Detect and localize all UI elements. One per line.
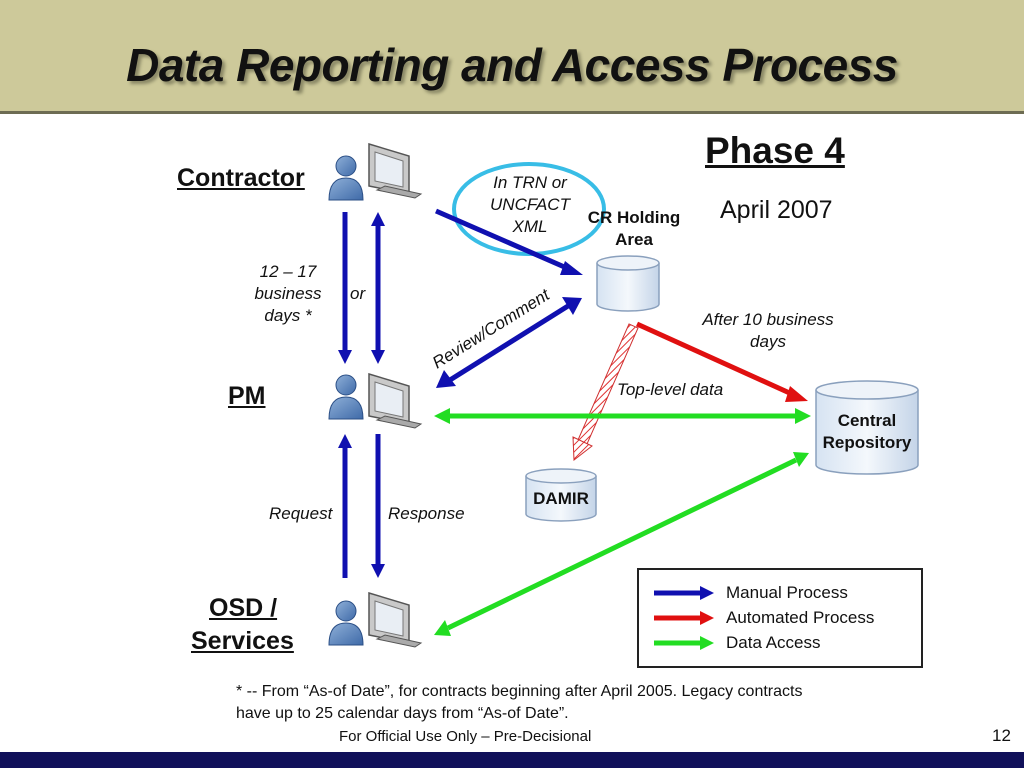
- contractor-label: Contractor: [177, 164, 305, 192]
- contractor-person-icon: [328, 155, 364, 201]
- footnote-line2: have up to 25 calendar days from “As-of …: [236, 705, 569, 722]
- title-banner: Data Reporting and Access Process: [0, 0, 1024, 114]
- footer-classification: For Official Use Only – Pre-Decisional: [339, 728, 592, 745]
- business-days-label: 12 – 17 business days *: [240, 261, 336, 327]
- response-arrow: [371, 434, 385, 578]
- after-line2: days: [750, 332, 786, 351]
- osd-label-line1: OSD /: [209, 594, 278, 622]
- format-label: In TRN or UNCFACT XML: [472, 172, 588, 238]
- cr-holding-line2: Area: [615, 230, 653, 249]
- contractor-computer-icon: [368, 143, 422, 199]
- footnote-line1: * -- From “As-of Date”, for contracts be…: [236, 683, 803, 700]
- central-line2: Repository: [822, 433, 912, 452]
- central-line1: Central: [837, 411, 897, 430]
- or-label: or: [350, 284, 366, 303]
- request-label: Request: [269, 504, 333, 523]
- legend-automated-swatch: [654, 611, 714, 625]
- days-line2: business: [254, 284, 322, 303]
- cr-holding-label: CR Holding Area: [580, 207, 688, 251]
- contractor-to-pm-arrow: [338, 212, 352, 364]
- contractor-pm-bidirectional-arrow: [371, 212, 385, 364]
- osd-central-access-arrow: [434, 452, 809, 636]
- central-repository-cylinder-icon: [815, 380, 919, 475]
- osd-computer-icon: [368, 592, 422, 648]
- damir-cylinder-icon: [525, 468, 597, 522]
- pm-label: PM: [228, 382, 266, 410]
- pm-computer-icon: [368, 373, 422, 429]
- osd-person-icon: [328, 600, 364, 646]
- central-repository-label: Central Repository: [812, 410, 922, 454]
- format-line3: XML: [512, 217, 548, 236]
- response-label: Response: [388, 504, 465, 523]
- page-number: 12: [992, 726, 1011, 745]
- cr-holding-cylinder-icon: [596, 255, 660, 312]
- after-days-label: After 10 business days: [690, 309, 846, 353]
- legend-access-swatch: [654, 636, 714, 650]
- damir-label: DAMIR: [533, 489, 589, 508]
- legend-manual-label: Manual Process: [726, 583, 848, 602]
- legend-manual-swatch: [654, 586, 714, 600]
- pm-central-access-arrow: [434, 408, 811, 424]
- slide-title: Data Reporting and Access Process: [126, 39, 898, 91]
- legend-automated-label: Automated Process: [726, 608, 875, 627]
- phase-date: April 2007: [720, 196, 833, 224]
- phase-label: Phase 4: [705, 130, 845, 171]
- contractor-to-cr-holding-arrow: [435, 208, 583, 275]
- format-line2: UNCFACT: [490, 195, 570, 214]
- after-line1: After 10 business: [702, 310, 834, 329]
- top-level-data-label: Top-level data: [617, 380, 724, 399]
- request-arrow: [338, 434, 352, 578]
- automated-transfer-arrow: [635, 321, 808, 402]
- osd-label-line2: Services: [191, 627, 294, 655]
- footer-bar: [0, 752, 1024, 768]
- pm-person-icon: [328, 374, 364, 420]
- legend-access-label: Data Access: [726, 633, 821, 652]
- review-comment-arrow: [436, 297, 582, 388]
- days-line3: days *: [264, 306, 312, 325]
- format-line1: In TRN or: [493, 173, 567, 192]
- cr-holding-line1: CR Holding: [587, 208, 681, 227]
- days-line1: 12 – 17: [259, 262, 317, 281]
